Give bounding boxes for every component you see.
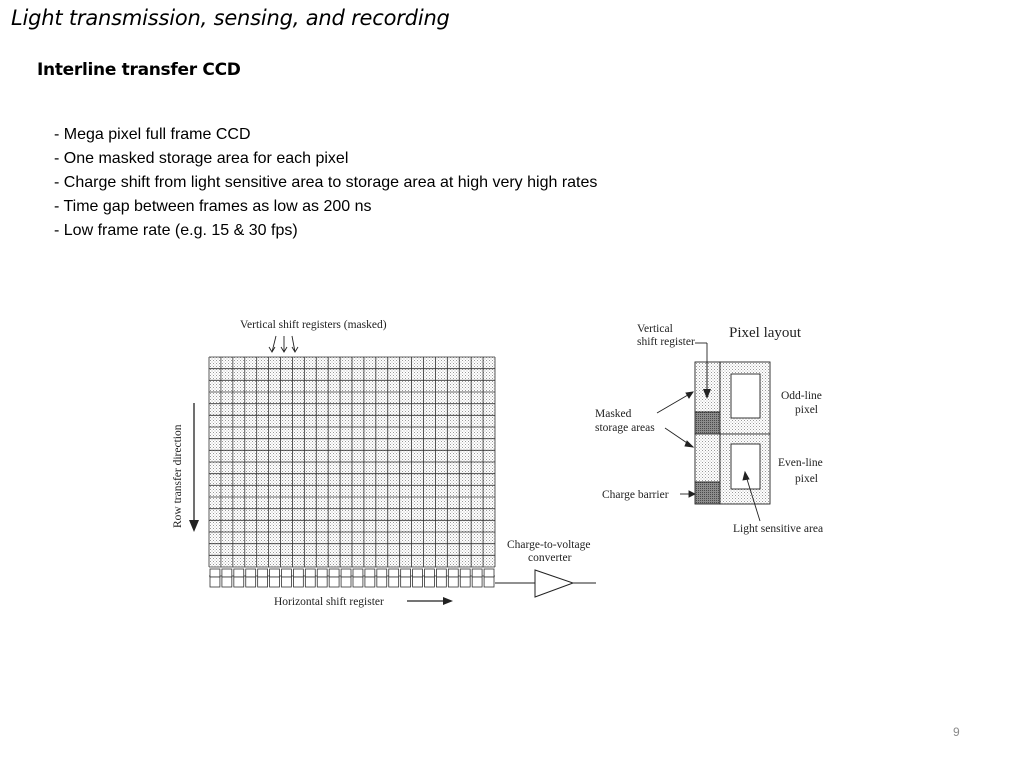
- shift-register-cell: [424, 576, 435, 588]
- shift-register-cell: [269, 568, 280, 578]
- shift-register-cell: [221, 568, 233, 578]
- masked-storage-label-line1: Masked: [595, 408, 632, 420]
- horizontal-arrow: [407, 597, 453, 605]
- bullet-item: - Time gap between frames as low as 200 …: [54, 198, 372, 215]
- shift-register-cell: [412, 576, 423, 588]
- shift-register-cell: [209, 576, 221, 588]
- slide-title: Light transmission, sensing, and recordi…: [11, 6, 450, 30]
- shift-register-cell: [447, 576, 459, 588]
- shift-register-cell: [388, 568, 400, 578]
- shift-register-cell: [483, 576, 495, 588]
- converter-label-line1: Charge-to-voltage: [507, 539, 590, 551]
- shift-register-cell: [388, 576, 400, 588]
- shift-register-cell: [436, 576, 447, 588]
- vertical-shift-register-label-line1: Vertical: [637, 323, 673, 335]
- shift-register-cell: [436, 568, 447, 578]
- shift-register-cell: [412, 568, 423, 578]
- vertical-shift-registers-label: Vertical shift registers (masked): [240, 319, 387, 331]
- shift-register-cell: [304, 568, 316, 578]
- shift-register-cell: [316, 576, 328, 588]
- bullet-item: - One masked storage area for each pixel: [54, 150, 349, 167]
- shift-register-cell: [257, 568, 268, 578]
- shift-register-cell: [316, 568, 328, 578]
- horizontal-shift-register: [209, 568, 495, 588]
- shift-register-cell: [471, 568, 483, 578]
- shift-register-cell: [459, 568, 471, 578]
- shift-register-cell: [424, 568, 435, 578]
- odd-line-label-line1: Odd-line: [781, 390, 822, 402]
- shift-register-cell: [352, 576, 364, 588]
- shift-register-cell: [245, 568, 257, 578]
- shift-register-cell: [340, 568, 352, 578]
- bullet-list: - Mega pixel full frame CCD - One masked…: [54, 123, 597, 243]
- shift-register-cell: [257, 576, 268, 588]
- shift-register-cell: [328, 576, 340, 588]
- section-heading: Interline transfer CCD: [37, 60, 241, 80]
- odd-line-label-line2: pixel: [795, 404, 818, 416]
- shift-register-cell: [269, 576, 280, 588]
- charge-barrier-label: Charge barrier: [602, 489, 669, 501]
- bullet-item: - Charge shift from light sensitive area…: [54, 174, 598, 191]
- shift-register-cell: [293, 568, 304, 578]
- shift-register-cell: [471, 576, 483, 588]
- shift-register-cell: [281, 568, 292, 578]
- converter-label-line2: converter: [528, 552, 572, 564]
- shift-register-cell: [340, 576, 352, 588]
- light-sensitive-label: Light sensitive area: [733, 523, 823, 535]
- pixel-layout-diagram: [694, 361, 771, 505]
- light-sensitive-arrow: [742, 470, 761, 522]
- shift-register-cell: [233, 576, 245, 588]
- bullet-item: - Low frame rate (e.g. 15 & 30 fps): [54, 222, 298, 239]
- row-transfer-label: Row transfer direction: [172, 424, 184, 528]
- shift-register-cell: [376, 576, 388, 588]
- even-line-label-line2: pixel: [795, 473, 818, 485]
- row-transfer-arrow: [189, 403, 199, 532]
- shift-register-cell: [483, 568, 495, 578]
- shift-register-cell: [245, 576, 257, 588]
- shift-register-cell: [459, 576, 471, 588]
- vertical-shift-register-label-line2: shift register: [637, 336, 695, 348]
- even-line-label-line1: Even-line: [778, 457, 823, 469]
- shift-register-cell: [352, 568, 364, 578]
- shift-register-cell: [281, 576, 292, 588]
- shift-register-cell: [328, 568, 340, 578]
- shift-register-cell: [364, 568, 376, 578]
- ccd-pixel-array: [208, 356, 496, 568]
- shift-register-cell: [400, 568, 411, 578]
- page-number: 9: [953, 725, 960, 739]
- masked-storage-arrows: [656, 391, 695, 448]
- masked-storage-label-line2: storage areas: [595, 422, 655, 434]
- shift-register-cell: [376, 568, 388, 578]
- shift-register-cell: [293, 576, 304, 588]
- shift-register-cell: [447, 568, 459, 578]
- shift-register-cell: [221, 576, 233, 588]
- shift-register-cell: [209, 568, 221, 578]
- bullet-item: - Mega pixel full frame CCD: [54, 126, 251, 143]
- down-arrows: [268, 335, 299, 353]
- shift-register-cell: [304, 576, 316, 588]
- shift-register-cell: [400, 576, 411, 588]
- shift-register-cell: [364, 576, 376, 588]
- charge-barrier-arrow: [680, 490, 697, 498]
- pixel-layout-title: Pixel layout: [729, 325, 802, 341]
- horizontal-shift-register-label: Horizontal shift register: [274, 596, 384, 608]
- shift-register-cell: [233, 568, 245, 578]
- amplifier-icon: [495, 569, 596, 598]
